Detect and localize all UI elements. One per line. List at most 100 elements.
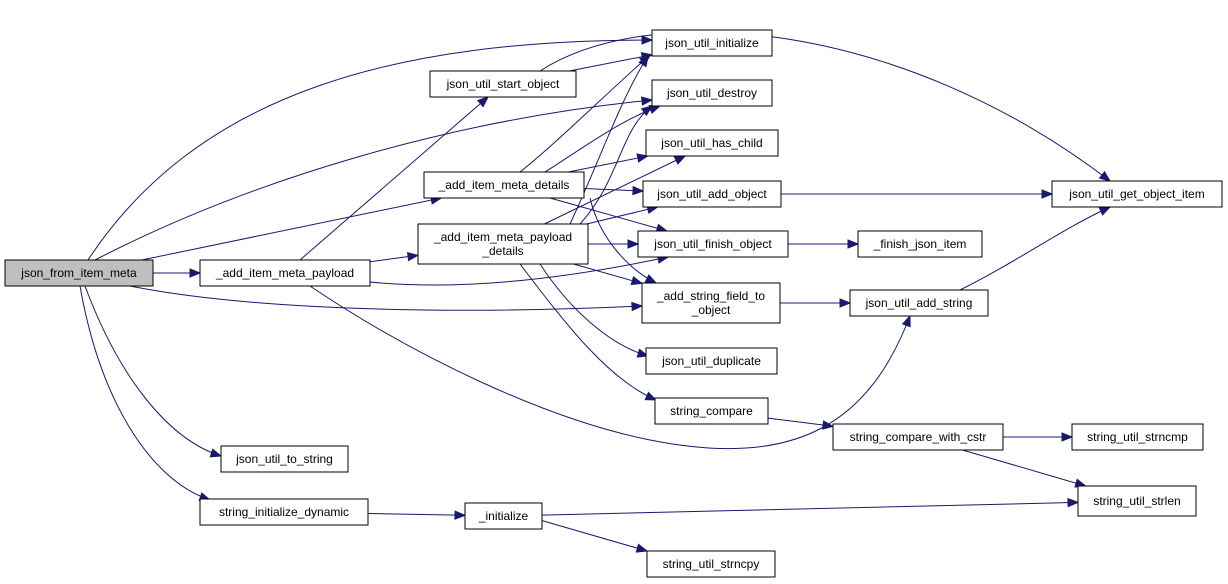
edge-meta-details-to-add-object-arrowhead — [632, 185, 645, 196]
edge-meta-details-to-has-child — [568, 155, 648, 173]
node-box[interactable] — [1071, 423, 1204, 451]
edge-string-init-dyn-to--initialize-arrowhead — [454, 510, 467, 520]
node-box[interactable] — [220, 445, 349, 473]
nodes-layer: json_from_item_meta _add_item_meta_payloa… — [4, 29, 1223, 578]
node-box[interactable] — [849, 289, 989, 317]
node-string-init-dyn[interactable]: string_initialize_dynamic — [199, 498, 369, 526]
node-label: _details — [481, 244, 523, 258]
node-has-child[interactable]: json_util_has_child — [645, 129, 779, 157]
node-label: string_compare_with_cstr — [850, 430, 987, 444]
node-box[interactable] — [645, 347, 778, 375]
node-root[interactable]: json_from_item_meta — [4, 259, 154, 287]
node-destroy[interactable]: json_util_destroy — [651, 79, 773, 107]
edge-payload-details-to-string-compare — [519, 263, 657, 401]
edge-payload-to-add-string-arrowhead — [901, 314, 911, 328]
node-box[interactable] — [654, 397, 769, 425]
node-label: string_initialize_dynamic — [219, 505, 349, 519]
edge-payload-to-payload-details-arrowhead — [406, 251, 420, 262]
edge-meta-details-to-has-child-arrowhead — [636, 153, 649, 163]
node-label: json_from_item_meta — [20, 266, 137, 280]
node-box[interactable] — [1077, 485, 1197, 517]
edge-payload-details-to-destroy-arrowhead — [640, 105, 654, 117]
node-box[interactable] — [637, 230, 789, 258]
edge-payload-details-to-has-child-arrowhead — [673, 155, 687, 165]
node-label: json_util_has_child — [660, 136, 762, 150]
node-label: json_util_to_string — [235, 452, 333, 466]
node-box[interactable] — [199, 259, 371, 287]
edge-payload-details-to-add-string-field — [573, 263, 643, 284]
node-payload-details[interactable]: _add_item_meta_payload_details — [417, 223, 589, 265]
edge-root-to-to-string-arrowhead — [209, 448, 223, 458]
node-box[interactable] — [464, 502, 543, 530]
node-strncpy[interactable]: string_util_strncpy — [646, 550, 776, 578]
node-box[interactable] — [417, 223, 589, 265]
node-add-object[interactable]: json_util_add_object — [642, 180, 782, 208]
node-box[interactable] — [4, 259, 154, 287]
node-box[interactable] — [642, 180, 782, 208]
edge-payload-details-to-destroy — [579, 105, 653, 225]
edge-root-to-add-string-field-arrowhead — [631, 301, 644, 312]
node-initialize[interactable]: json_util_initialize — [651, 29, 773, 57]
node--initialize[interactable]: _initialize — [464, 502, 543, 530]
node-label: json_util_add_object — [656, 187, 767, 201]
node-label: _add_item_meta_payload — [433, 230, 572, 244]
node-start-object[interactable]: json_util_start_object — [429, 70, 577, 98]
node-box[interactable] — [199, 498, 369, 526]
node-string-compare[interactable]: string_compare — [654, 397, 769, 425]
node-box[interactable] — [646, 550, 776, 578]
edge-payload-to-add-string — [309, 285, 911, 450]
edge-root-to-add-string-field — [129, 285, 643, 311]
edge-payload-details-to-add-string-field-arrowhead — [630, 276, 644, 286]
node-label: json_util_destroy — [666, 86, 757, 100]
edge-meta-details-to-destroy — [544, 105, 661, 173]
node-box[interactable] — [651, 29, 773, 57]
edge-payload-details-to-add-object — [586, 206, 658, 225]
node-label: _initialize — [478, 509, 529, 523]
node-box[interactable] — [641, 282, 781, 324]
node-box[interactable] — [651, 79, 773, 107]
node-strlen[interactable]: string_util_strlen — [1077, 485, 1197, 517]
edge--initialize-to-strlen — [541, 501, 1079, 516]
edge--initialize-to-strncpy-arrowhead — [635, 543, 649, 553]
edge-add-object-to-get-object-item-arrowhead — [1041, 189, 1054, 199]
node-to-string[interactable]: json_util_to_string — [220, 445, 349, 473]
edge-payload-details-to-duplicate — [539, 263, 649, 357]
edge--initialize-to-strncpy — [539, 519, 648, 552]
edge-payload-details-to-finish-object-arrowhead — [627, 239, 640, 249]
node-box[interactable] — [645, 129, 779, 157]
edge-meta-details-to-add-string-field-arrowhead — [644, 274, 658, 284]
node-add-string[interactable]: json_util_add_string — [849, 289, 989, 317]
node-label: json_util_initialize — [664, 36, 759, 50]
node-box[interactable] — [423, 171, 585, 199]
edge-root-to-to-string — [84, 285, 222, 457]
edge-root-to-destroy-arrowhead — [641, 96, 654, 106]
node-meta-details[interactable]: _add_item_meta_details — [423, 171, 585, 199]
node-label: string_compare — [670, 404, 753, 418]
node-get-object-item[interactable]: json_util_get_object_item — [1051, 180, 1223, 208]
node-box[interactable] — [832, 423, 1004, 451]
edge-string-compare-to-compare-cstr — [767, 417, 834, 427]
edge-meta-details-to-initialize — [519, 54, 651, 173]
node-box[interactable] — [429, 70, 577, 98]
node-box[interactable] — [857, 230, 983, 258]
edge-add-string-to-get-object-item-arrowhead — [1098, 206, 1112, 216]
edges-layer — [79, 31, 1112, 553]
edge-payload-details-to-initialize-arrowhead — [638, 54, 649, 68]
edge-start-object-to-get-object-item-arrowhead — [1098, 170, 1112, 182]
node-finish-json-item[interactable]: _finish_json_item — [857, 230, 983, 258]
edge-string-init-dyn-to--initialize — [367, 513, 466, 516]
edge-start-object-to-initialize — [569, 54, 653, 72]
node-compare-cstr[interactable]: string_compare_with_cstr — [832, 423, 1004, 451]
edge-root-to-initialize — [87, 39, 653, 261]
node-box[interactable] — [1051, 180, 1223, 208]
node-duplicate[interactable]: json_util_duplicate — [645, 347, 778, 375]
node-strncmp[interactable]: string_util_strncmp — [1071, 423, 1204, 451]
edge-root-to-destroy — [94, 99, 653, 261]
node-finish-object[interactable]: json_util_finish_object — [637, 230, 789, 258]
edge-payload-to-start-object — [299, 96, 489, 261]
edge-start-object-to-get-object-item — [539, 31, 1111, 182]
edge-root-to-string-init-dyn — [79, 285, 211, 501]
edge-root-to-meta-details — [141, 197, 442, 261]
node-payload[interactable]: _add_item_meta_payload — [199, 259, 371, 287]
node-add-string-field[interactable]: _add_string_field_to_object — [641, 282, 781, 324]
